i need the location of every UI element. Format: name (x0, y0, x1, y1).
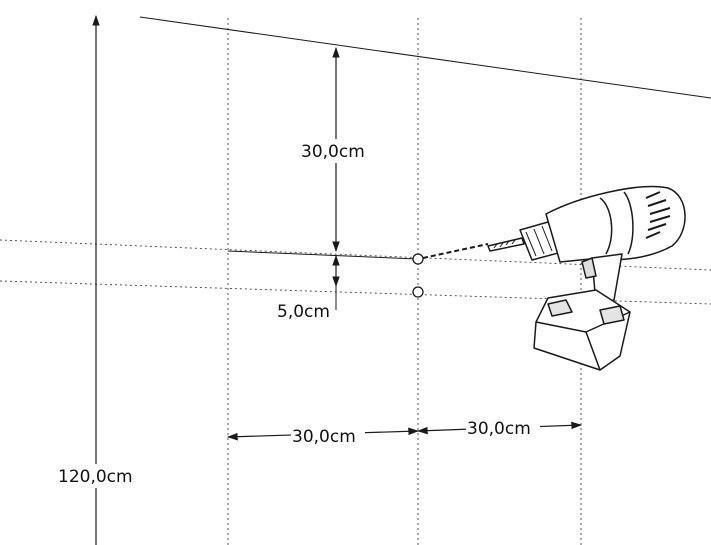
hole-reference-line (227, 250, 419, 260)
top-edge-line (139, 16, 711, 99)
drilling-path (422, 243, 489, 259)
vertical-total-label: 120,0cm (58, 467, 133, 487)
upper-gap-label: 30,0cm (301, 142, 365, 162)
drill-hole-marker-icon (412, 286, 424, 298)
cordless-drill-icon (487, 185, 686, 371)
guide-lines (0, 18, 711, 545)
drill-hole-marker-icon (412, 253, 424, 265)
right-span-label: 30,0cm (467, 419, 531, 439)
hole-offset-label: 5,0cm (277, 302, 330, 322)
dimension-labels: 30,0cm 5,0cm 30,0cm 30,0cm 120,0cm (56, 139, 540, 488)
guide-lower-line (0, 280, 711, 305)
left-span-label: 30,0cm (292, 427, 356, 447)
guide-upper-line (0, 239, 711, 271)
